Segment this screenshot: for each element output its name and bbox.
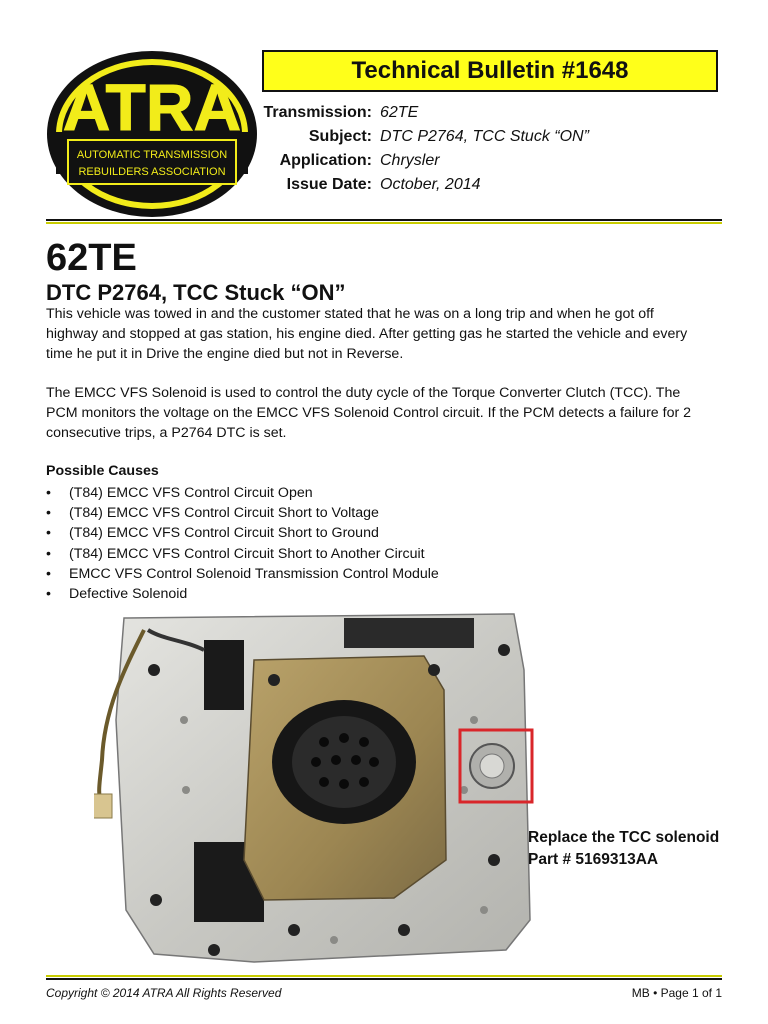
- tcc-solenoid-highlight: [458, 728, 534, 804]
- bulletin-title: Technical Bulletin #1648: [262, 50, 718, 92]
- meta-application: Application: Chrysler: [262, 152, 722, 176]
- text-line: highway and stopped at gas station, his …: [46, 326, 688, 342]
- meta-value: DTC P2764, TCC Stuck “ON”: [380, 128, 589, 145]
- meta-label: Subject:: [308, 128, 372, 145]
- replacement-caption: Replace the TCC solenoid Part # 5169313A…: [528, 827, 719, 871]
- text-line: The EMCC VFS Solenoid is used to control…: [46, 385, 681, 401]
- text-line: This vehicle was towed in and the custom…: [46, 306, 654, 322]
- meta-value: 62TE: [380, 104, 419, 121]
- text-line: PCM monitors the voltage on the EMCC VFS…: [46, 405, 692, 421]
- meta-value: Chrysler: [380, 152, 440, 169]
- paragraph-symptom: This vehicle was towed in and the custom…: [46, 304, 726, 364]
- meta-label: Issue Date:: [286, 176, 372, 193]
- page-number: MB • Page 1 of 1: [631, 986, 722, 1000]
- list-item: (T84) EMCC VFS Control Circuit Short to …: [46, 503, 439, 523]
- list-item: Defective Solenoid: [46, 584, 439, 604]
- causes-title: Possible Causes: [46, 463, 159, 479]
- text-line: time he put it in Drive the engine died …: [46, 346, 404, 362]
- atra-logo: ATRA AUTOMATIC TRANSMISSION REBUILDERS A…: [47, 51, 257, 217]
- logo-acronym: ATRA: [63, 70, 241, 144]
- paragraph-description: The EMCC VFS Solenoid is used to control…: [46, 383, 726, 443]
- meta-value: October, 2014: [380, 176, 481, 193]
- meta-label: Application:: [279, 152, 372, 169]
- meta-issue-date: Issue Date: October, 2014: [262, 176, 722, 200]
- valve-body-photo: [94, 613, 534, 963]
- footer-divider: [46, 975, 722, 980]
- list-item: (T84) EMCC VFS Control Circuit Short to …: [46, 544, 439, 564]
- page-heading: 62TE: [46, 237, 137, 279]
- part-number: Part # 5169313AA: [528, 851, 659, 868]
- copyright: Copyright © 2014 ATRA All Rights Reserve…: [46, 986, 282, 1000]
- meta-subject: Subject: DTC P2764, TCC Stuck “ON”: [262, 128, 722, 152]
- text-line: consecutive trips, a P2764 DTC is set.: [46, 425, 287, 441]
- caption-line: Replace the TCC solenoid: [528, 829, 720, 846]
- list-item: EMCC VFS Control Solenoid Transmission C…: [46, 564, 439, 584]
- logo-line-2: REBUILDERS ASSOCIATION: [78, 166, 225, 178]
- meta-label: Transmission:: [263, 104, 372, 121]
- list-item: (T84) EMCC VFS Control Circuit Short to …: [46, 523, 439, 543]
- page-subheading: DTC P2764, TCC Stuck “ON”: [46, 280, 346, 305]
- meta-transmission: Transmission: 62TE: [262, 104, 722, 128]
- causes-list: (T84) EMCC VFS Control Circuit Open (T84…: [46, 483, 439, 604]
- header-divider: [46, 219, 722, 224]
- logo-line-1: AUTOMATIC TRANSMISSION: [77, 149, 227, 161]
- list-item: (T84) EMCC VFS Control Circuit Open: [46, 483, 439, 503]
